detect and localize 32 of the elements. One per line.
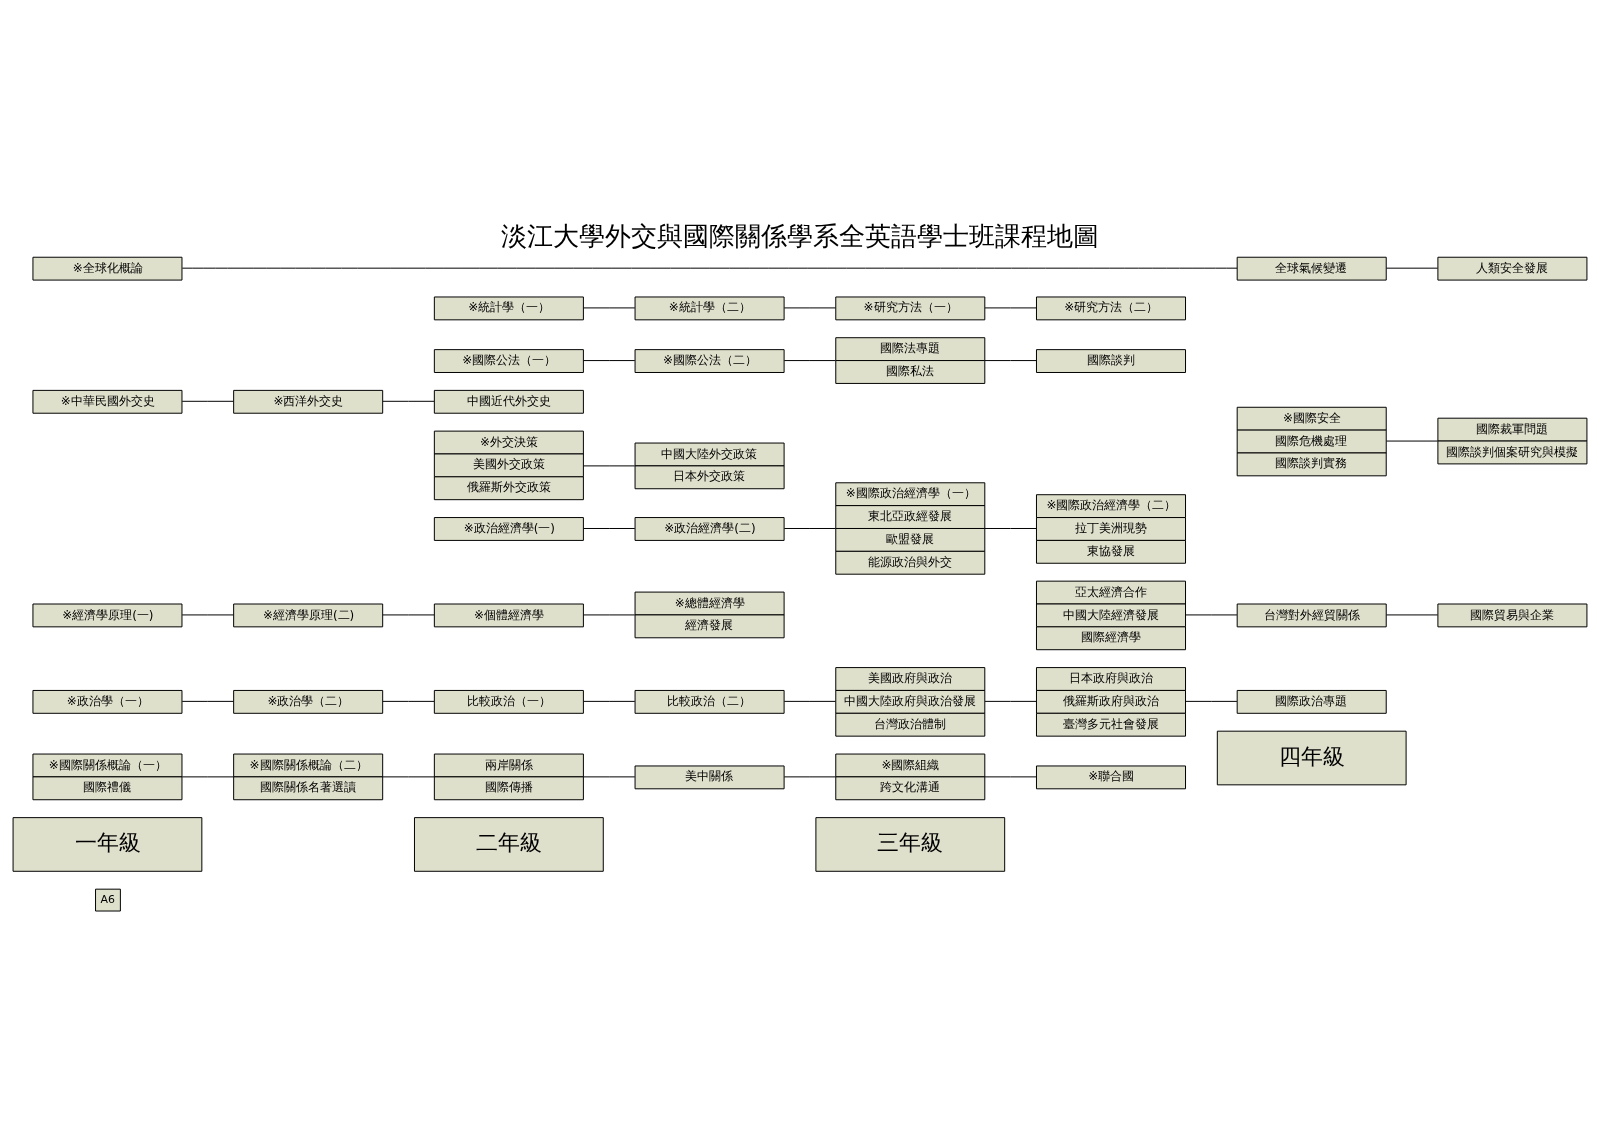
connector — [181, 776, 234, 778]
connector — [984, 360, 1037, 362]
connector — [1385, 440, 1439, 442]
connector — [583, 360, 636, 362]
connector — [1385, 614, 1439, 616]
connector — [984, 700, 1037, 702]
connector — [583, 465, 636, 467]
connector — [583, 614, 636, 616]
connector — [181, 267, 1238, 269]
connector — [382, 700, 435, 702]
connector — [783, 307, 836, 309]
connector — [583, 307, 636, 309]
connector — [1385, 267, 1439, 269]
connector — [382, 614, 435, 616]
connector — [583, 528, 636, 529]
connector — [984, 776, 1037, 778]
connector — [181, 614, 234, 616]
connector — [984, 528, 1037, 529]
connector — [783, 700, 836, 702]
connector — [583, 776, 636, 778]
connector — [1185, 614, 1238, 616]
connector — [984, 307, 1037, 309]
connector — [783, 776, 836, 778]
connector — [181, 700, 234, 702]
connector — [783, 528, 836, 529]
connector — [181, 400, 234, 402]
connector — [783, 360, 836, 362]
connector — [1185, 700, 1238, 702]
connector — [583, 700, 636, 702]
connector — [382, 776, 435, 778]
diagram-title: 淡江大學外交與國際關係學系全英語學士班課程地圖 — [501, 220, 1099, 251]
connector — [382, 400, 435, 402]
